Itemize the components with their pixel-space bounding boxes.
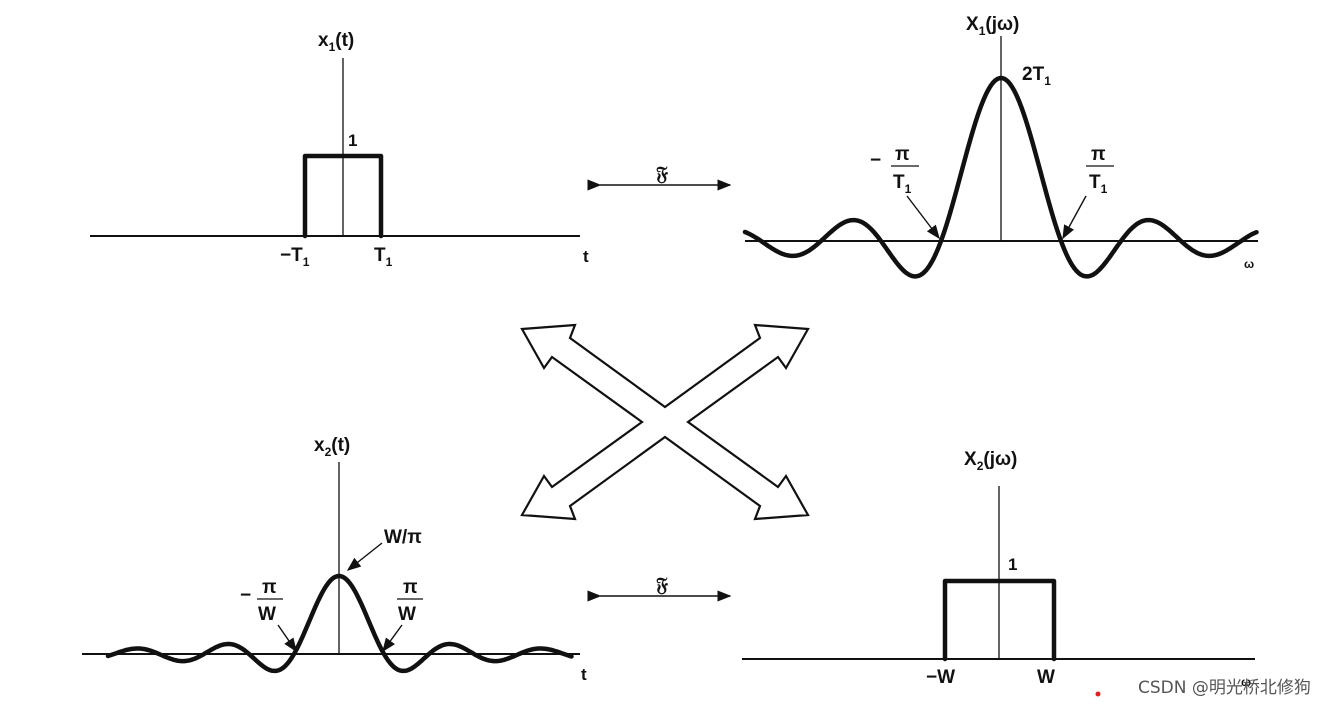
x1-rect-pulse <box>302 153 384 239</box>
X1-neg-sign: − <box>870 150 881 171</box>
x2-pos-zero-num: π <box>403 577 418 598</box>
X1-neg-zero-den: T1 <box>893 172 912 196</box>
watermark-dot <box>1095 691 1101 697</box>
x1-axis-label: t <box>583 247 589 266</box>
top-transform-symbol: 𝔉 <box>656 164 669 185</box>
X2-rect-spectrum <box>942 578 1057 662</box>
X1-pos-zero-num: π <box>1091 144 1106 165</box>
x1-amplitude-label: 1 <box>348 131 357 150</box>
cross-arrow-outline <box>520 323 810 521</box>
x2-title: x2(t) <box>314 435 350 459</box>
panel-X1-frequency: X1(jω) 2T1 − π T1 π T1 ω <box>742 14 1259 279</box>
X2-pos-edge-label: W <box>1037 667 1055 688</box>
x1-pos-edge-label: T1 <box>374 245 393 269</box>
X2-neg-edge-label: −W <box>926 667 955 688</box>
duality-cross-arrows <box>520 323 810 521</box>
panel-X2-frequency: X2(jω) 1 −W W ω <box>742 449 1255 689</box>
X1-axis-label: ω <box>1244 257 1254 271</box>
watermark-text: CSDN @明光桥北修狗 <box>1138 678 1311 698</box>
X2-axis-label: ω <box>1241 675 1251 689</box>
watermark: CSDN @明光桥北修狗 <box>1095 678 1311 698</box>
x1-title: x1(t) <box>318 30 354 54</box>
x2-neg-zero-den: W <box>258 604 276 625</box>
x2-peak-label: W/π <box>384 527 422 548</box>
bottom-transform-symbol: 𝔉 <box>656 575 669 596</box>
X1-title: X1(jω) <box>966 14 1019 38</box>
X1-pos-zero-den: T1 <box>1089 172 1108 196</box>
X2-amplitude-label: 1 <box>1008 555 1017 574</box>
top-transform-arrow: 𝔉 <box>587 164 732 191</box>
x2-peak-pointer <box>346 542 383 571</box>
x2-pos-zero-den: W <box>398 604 416 625</box>
X2-title: X2(jω) <box>964 449 1017 473</box>
X1-neg-zero-pointer <box>906 195 940 240</box>
X1-peak-label: 2T1 <box>1022 64 1051 88</box>
x2-pos-zero-pointer <box>382 624 403 653</box>
X1-neg-zero-num: π <box>895 144 910 165</box>
x2-neg-zero-pointer <box>277 624 297 653</box>
panel-x2-time: x2(t) W/π − π W π W t <box>82 435 587 684</box>
X1-sinc-curve <box>742 75 1259 279</box>
x2-axis-label: t <box>581 665 587 684</box>
bottom-transform-arrow: 𝔉 <box>587 575 732 602</box>
panel-x1-time: x1(t) 1 −T1 T1 t <box>90 30 589 269</box>
x1-neg-edge-label: −T1 <box>280 245 310 269</box>
x2-neg-sign: − <box>240 585 251 606</box>
x2-neg-zero-num: π <box>262 577 277 598</box>
X1-pos-zero-pointer <box>1062 195 1087 240</box>
x2-sinc-curve <box>105 573 574 674</box>
